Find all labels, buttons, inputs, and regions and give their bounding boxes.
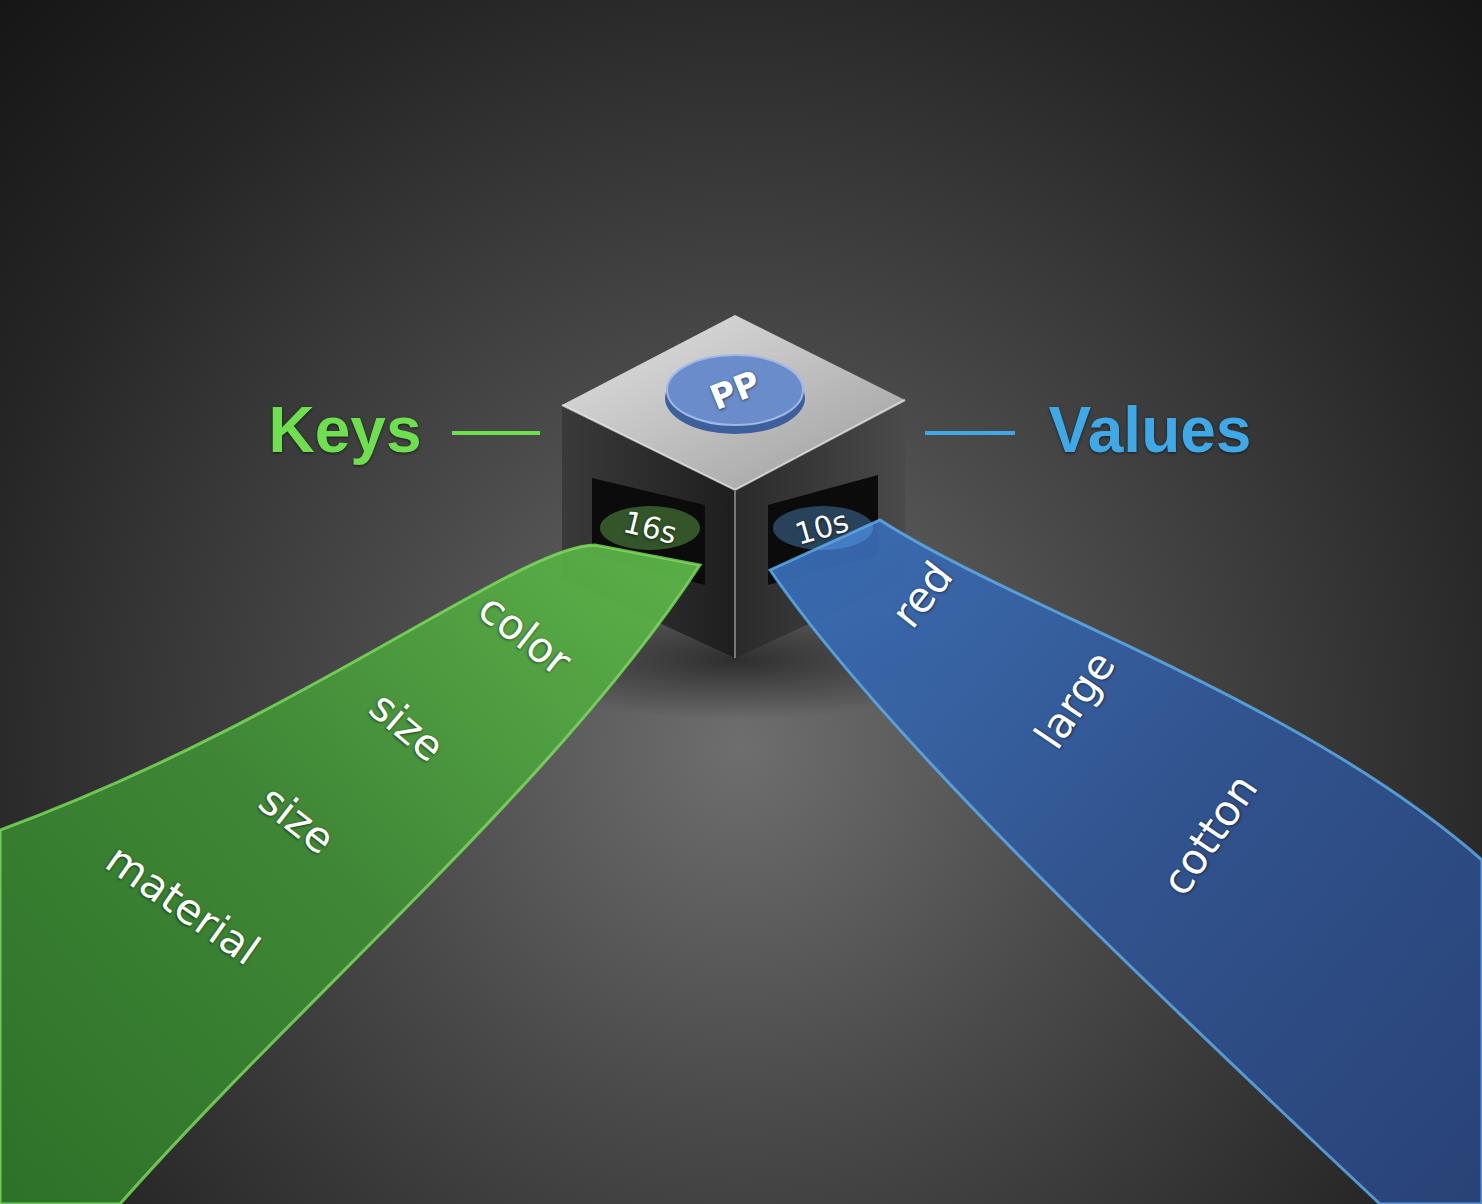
leader-line	[925, 431, 1015, 435]
key-text: color	[471, 587, 578, 684]
key-text: size	[252, 778, 342, 861]
cube-edge	[734, 490, 736, 658]
value-slot-box: 10s	[770, 480, 880, 565]
values-band: red large cotton	[760, 500, 1482, 1204]
value-glow	[773, 506, 873, 550]
key-text: size	[362, 685, 451, 770]
value-text: large	[1028, 644, 1122, 756]
slot-text: 16s	[620, 507, 679, 549]
key-glow	[600, 506, 700, 550]
values-ribbon	[770, 520, 1482, 1204]
keys-band: colorsizesizematerial	[0, 540, 720, 1204]
key-text: material	[99, 838, 267, 973]
cube-top-face	[562, 315, 905, 490]
badge-text: PP	[706, 365, 765, 415]
key-slot-box: 16s	[595, 480, 705, 565]
value-text: cotton	[1155, 768, 1265, 903]
slot-text: 10s	[792, 506, 852, 550]
keys-ribbon	[0, 545, 700, 1204]
badge	[667, 355, 803, 425]
values-heading: Values	[1049, 398, 1252, 462]
keys-heading: Keys	[269, 398, 422, 462]
leader-line	[452, 431, 540, 435]
cube: PP 16s 10s	[562, 315, 905, 658]
value-text: red	[884, 555, 959, 635]
